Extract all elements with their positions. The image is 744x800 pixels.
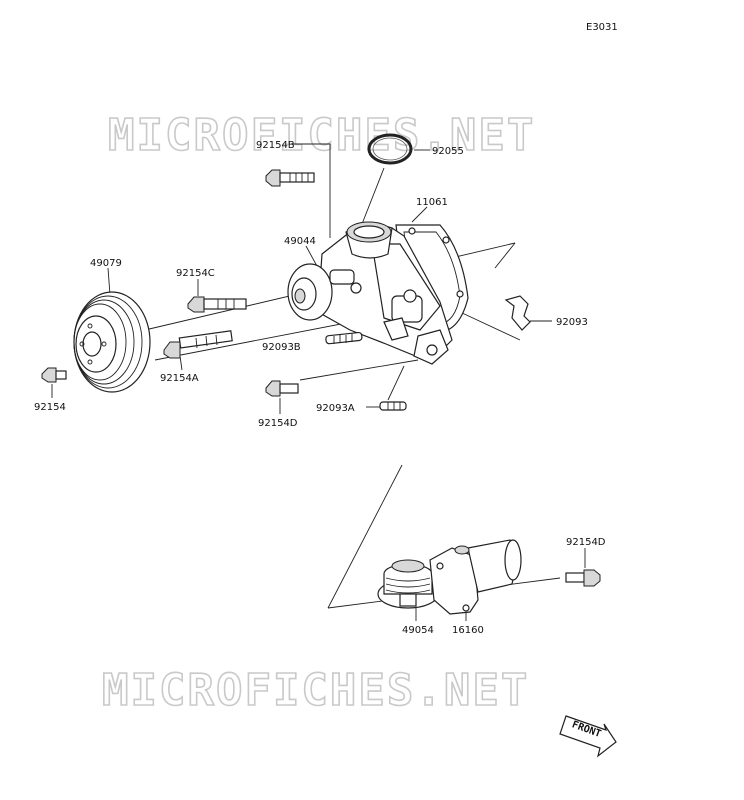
label-49044: 49044 bbox=[284, 236, 316, 247]
label-92093B: 92093B bbox=[262, 342, 301, 353]
label-92154B: 92154B bbox=[256, 140, 295, 151]
dowel-pin-92093A bbox=[379, 401, 407, 411]
label-92154D-top: 92154D bbox=[258, 418, 298, 429]
o-ring-92055 bbox=[367, 133, 413, 165]
label-92154D-bottom: 92154D bbox=[566, 537, 606, 548]
label-92093A: 92093A bbox=[316, 403, 355, 414]
label-16160: 16160 bbox=[452, 625, 484, 636]
thermostat-cover-16160 bbox=[429, 539, 522, 615]
bolt-92154B bbox=[265, 169, 315, 187]
front-arrow: FRONT bbox=[559, 715, 617, 758]
label-49054: 49054 bbox=[402, 625, 434, 636]
pulley-49079 bbox=[73, 291, 151, 393]
watermark-bottom: MICROFICHES.NET bbox=[102, 665, 529, 716]
thermostat-49054 bbox=[377, 559, 439, 609]
label-92055: 92055 bbox=[432, 146, 464, 157]
bolt-92154D-top bbox=[265, 380, 299, 397]
part-labels: 92154B 92055 11061 49044 49079 92154C 92… bbox=[34, 140, 606, 636]
diagram-code: E3031 bbox=[586, 22, 618, 33]
label-92154: 92154 bbox=[34, 402, 66, 413]
label-49079: 49079 bbox=[90, 258, 122, 269]
dowel-pin-92093B bbox=[325, 331, 363, 345]
bolt-92154C bbox=[187, 296, 247, 313]
water-pump-49044 bbox=[287, 221, 453, 365]
bolt-92154D-bottom bbox=[565, 569, 601, 587]
label-11061: 11061 bbox=[416, 197, 448, 208]
bolt-92154A bbox=[163, 330, 233, 359]
watermark-top: MICROFICHES.NET bbox=[108, 110, 535, 161]
label-92154A: 92154A bbox=[160, 373, 199, 384]
label-92154C: 92154C bbox=[176, 268, 215, 279]
bolt-92154 bbox=[41, 367, 67, 383]
label-92093: 92093 bbox=[556, 317, 588, 328]
clip-92093 bbox=[504, 295, 531, 331]
